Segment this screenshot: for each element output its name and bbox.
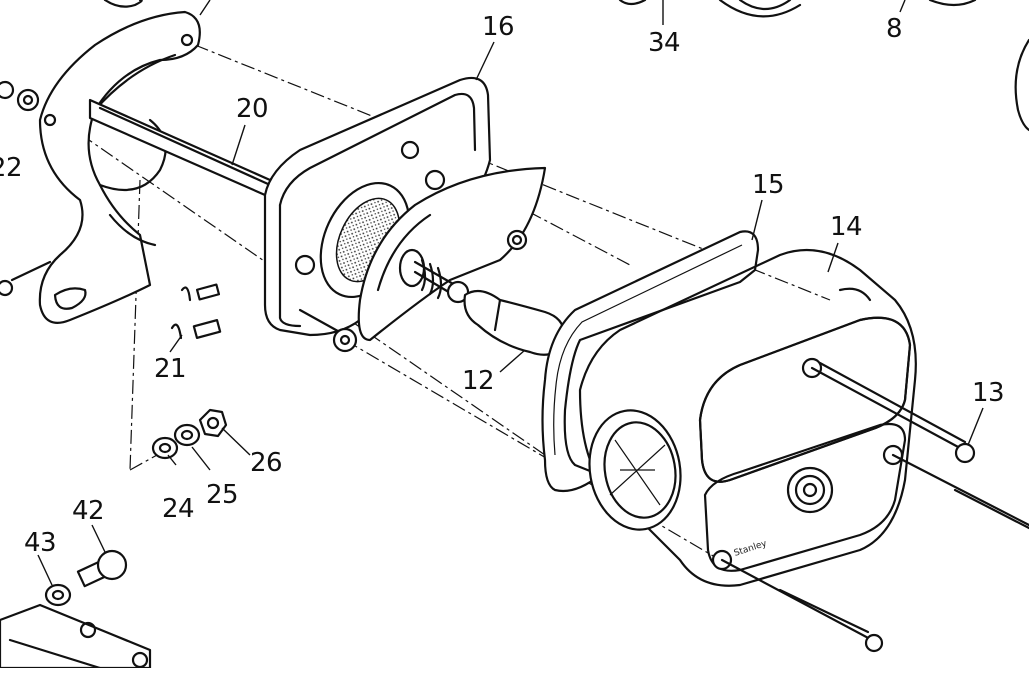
mounting-bracket xyxy=(0,0,307,324)
lens-mark: Stanley xyxy=(733,539,769,559)
leader-lines xyxy=(37,0,984,586)
wire-clips xyxy=(170,283,222,340)
long-screws xyxy=(720,361,1029,653)
part-label-12: 12 xyxy=(462,366,495,396)
lower-hardware xyxy=(0,549,152,670)
part-label-24: 24 xyxy=(162,494,195,524)
top-right-fragments xyxy=(618,0,1029,132)
part-label-21: 21 xyxy=(154,354,187,384)
part-label-43: 43 xyxy=(24,528,57,558)
part-label-8: 8 xyxy=(886,14,903,44)
gasket xyxy=(541,230,760,493)
part-label-16: 16 xyxy=(482,12,515,42)
reflector-plate xyxy=(357,166,547,342)
part-label-25: 25 xyxy=(206,480,239,510)
bulb xyxy=(463,289,566,356)
part-label-20: 20 xyxy=(236,94,269,124)
part-label-14: 14 xyxy=(830,212,863,242)
part-label-34: 34 xyxy=(648,28,681,58)
washers-and-nut xyxy=(151,408,228,460)
part-label-26: 26 xyxy=(250,448,283,478)
part-label-42: 42 xyxy=(72,496,105,526)
part-label-13: 13 xyxy=(972,378,1005,408)
part-label-15: 15 xyxy=(752,170,785,200)
part-label-22: 22 xyxy=(0,155,22,181)
